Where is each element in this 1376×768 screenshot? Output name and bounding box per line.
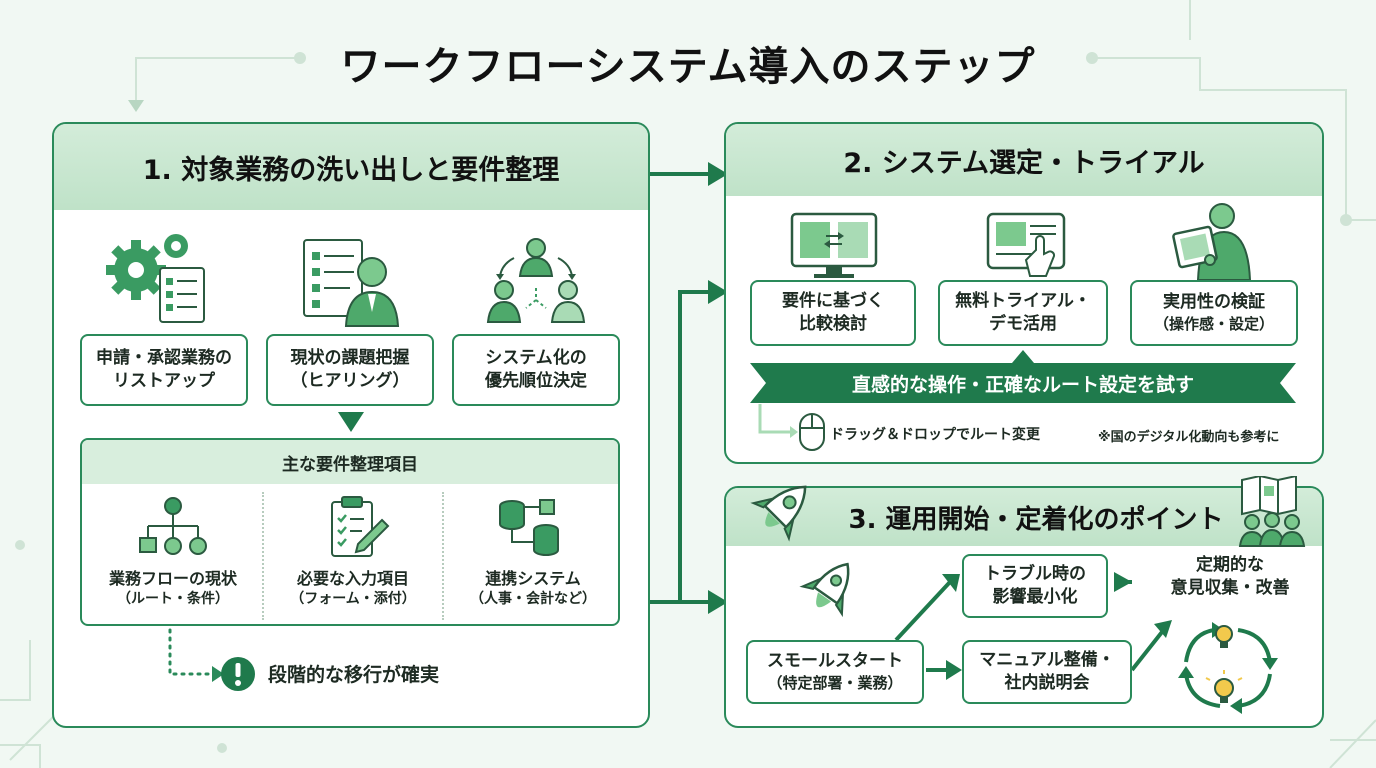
down-triangle-icon [338, 412, 364, 432]
monitor-compare-icon [790, 212, 878, 278]
step2-drag-note: ドラッグ＆ドロップでルート変更 [830, 427, 1040, 443]
req-item-integration-label: 連携システム [485, 569, 581, 588]
step2-box-verify-line1: 実用性の検証 [1163, 292, 1265, 313]
step3-box-manual-line2: 社内説明会 [1004, 673, 1090, 693]
step1-note: 段階的な移行が確実 [268, 664, 440, 686]
tablet-touch-icon [986, 212, 1066, 277]
step3-box-start-sub: （特定部署・業務） [767, 674, 903, 693]
step3-heading-text: 3. 運用開始・定着化のポイント [848, 504, 1224, 535]
person-tablet-icon [1172, 203, 1252, 281]
step1-heading-text: 1. 対象業務の洗い出しと要件整理 [142, 154, 560, 186]
step3-box-start: スモールスタート （特定部署・業務） [746, 640, 924, 704]
req-item-integration: 連携システム （人事・会計など） [444, 568, 618, 608]
step1-box-listup-line1: 申請・承認業務の [96, 348, 232, 369]
team-cycle-icon [486, 238, 586, 323]
person-checklist-icon [303, 239, 400, 327]
dotted-connector [168, 628, 224, 682]
page-title: ワークフローシステム導入のステップ [340, 44, 1036, 90]
step1-box-listup-line2: リストアップ [113, 371, 215, 391]
step3-feedback-line1: 定期的な [1196, 555, 1264, 575]
step3-box-trouble-line1: トラブル時の [984, 564, 1086, 585]
step2-heading: 2. システム選定・トライアル [726, 124, 1322, 196]
step1-box-priority: システム化の 優先順位決定 [452, 334, 620, 406]
rocket-launch-icon [799, 562, 850, 618]
step3-feedback: 定期的な 意見収集・改善 [1150, 554, 1310, 600]
req-item-input: 必要な入力項目 （フォーム・添付） [264, 568, 442, 608]
req-item-flow-label: 業務フローの現状 [108, 569, 237, 588]
lightbulb-icon [1215, 625, 1233, 648]
clipboard-pencil-icon [331, 496, 390, 557]
step1-box-priority-line1: システム化の [485, 348, 587, 369]
step2-box-compare-line2: 比較検討 [799, 314, 867, 334]
req-item-input-label: 必要な入力項目 [296, 569, 409, 588]
step1-box-issues-line2: （ヒアリング） [290, 371, 410, 391]
step3-heading: 3. 運用開始・定着化のポイント [726, 488, 1322, 546]
step2-box-compare: 要件に基づく 比較検討 [750, 280, 916, 346]
req-item-flow: 業務フローの現状 （ルート・条件） [84, 568, 262, 608]
ribbon-banner [750, 363, 1296, 403]
requirements-panel: 主な要件整理項目 業務フローの現状 （ルート・条件） 必 [80, 438, 620, 626]
step2-gov-note: ※国のデジタル化動向も参考に [1098, 430, 1280, 445]
step2-heading-text: 2. システム選定・トライアル [843, 147, 1205, 179]
req-item-input-sub: （フォーム・添付） [290, 590, 416, 607]
step3-flow-arrows [894, 572, 1172, 680]
team-map-icon [1238, 476, 1306, 547]
flowchart-icon [139, 497, 207, 555]
step3-box-trouble: トラブル時の 影響最小化 [962, 554, 1108, 618]
step1-box-priority-line2: 優先順位決定 [485, 371, 587, 391]
step2-banner-text: 直感的な操作・正確なルート設定を試す [851, 373, 1194, 396]
step2-box-trial-line1: 無料トライアル・ [955, 291, 1091, 312]
rocket-heading-icon [750, 485, 807, 542]
step3-box-trouble-line2: 影響最小化 [992, 587, 1078, 607]
step1-box-issues-line1: 現状の課題把握 [290, 348, 410, 369]
req-item-integration-sub: （人事・会計など） [470, 590, 596, 607]
req-divider-1 [262, 492, 264, 620]
up-triangle-icon [1012, 350, 1034, 363]
step2-box-verify-line2: （操作感・設定） [1153, 315, 1274, 334]
requirements-heading: 主な要件整理項目 [82, 440, 618, 484]
improvement-cycle-icon [1178, 622, 1278, 714]
req-divider-2 [442, 492, 444, 620]
step3-box-manual: マニュアル整備・ 社内説明会 [962, 640, 1132, 704]
exclamation-icon [221, 657, 255, 691]
database-sync-icon [499, 499, 559, 556]
gears-document-icon [106, 234, 205, 323]
mouse-icon [758, 404, 825, 451]
req-item-flow-sub: （ルート・条件） [117, 590, 229, 607]
step3-box-start-label: スモールスタート [767, 651, 903, 672]
step1-box-listup: 申請・承認業務の リストアップ [80, 334, 248, 406]
step1-heading: 1. 対象業務の洗い出しと要件整理 [54, 124, 648, 210]
step3-box-manual-line1: マニュアル整備・ [979, 650, 1115, 671]
step2-box-trial: 無料トライアル・ デモ活用 [938, 280, 1108, 346]
step3-feedback-line2: 意見収集・改善 [1170, 577, 1290, 598]
step2-box-compare-line1: 要件に基づく [782, 291, 884, 312]
panel-connector-arrows [650, 162, 728, 614]
step2-box-trial-line2: デモ活用 [989, 314, 1057, 334]
step2-box-verify: 実用性の検証 （操作感・設定） [1130, 280, 1298, 346]
step1-box-issues: 現状の課題把握 （ヒアリング） [266, 334, 434, 406]
